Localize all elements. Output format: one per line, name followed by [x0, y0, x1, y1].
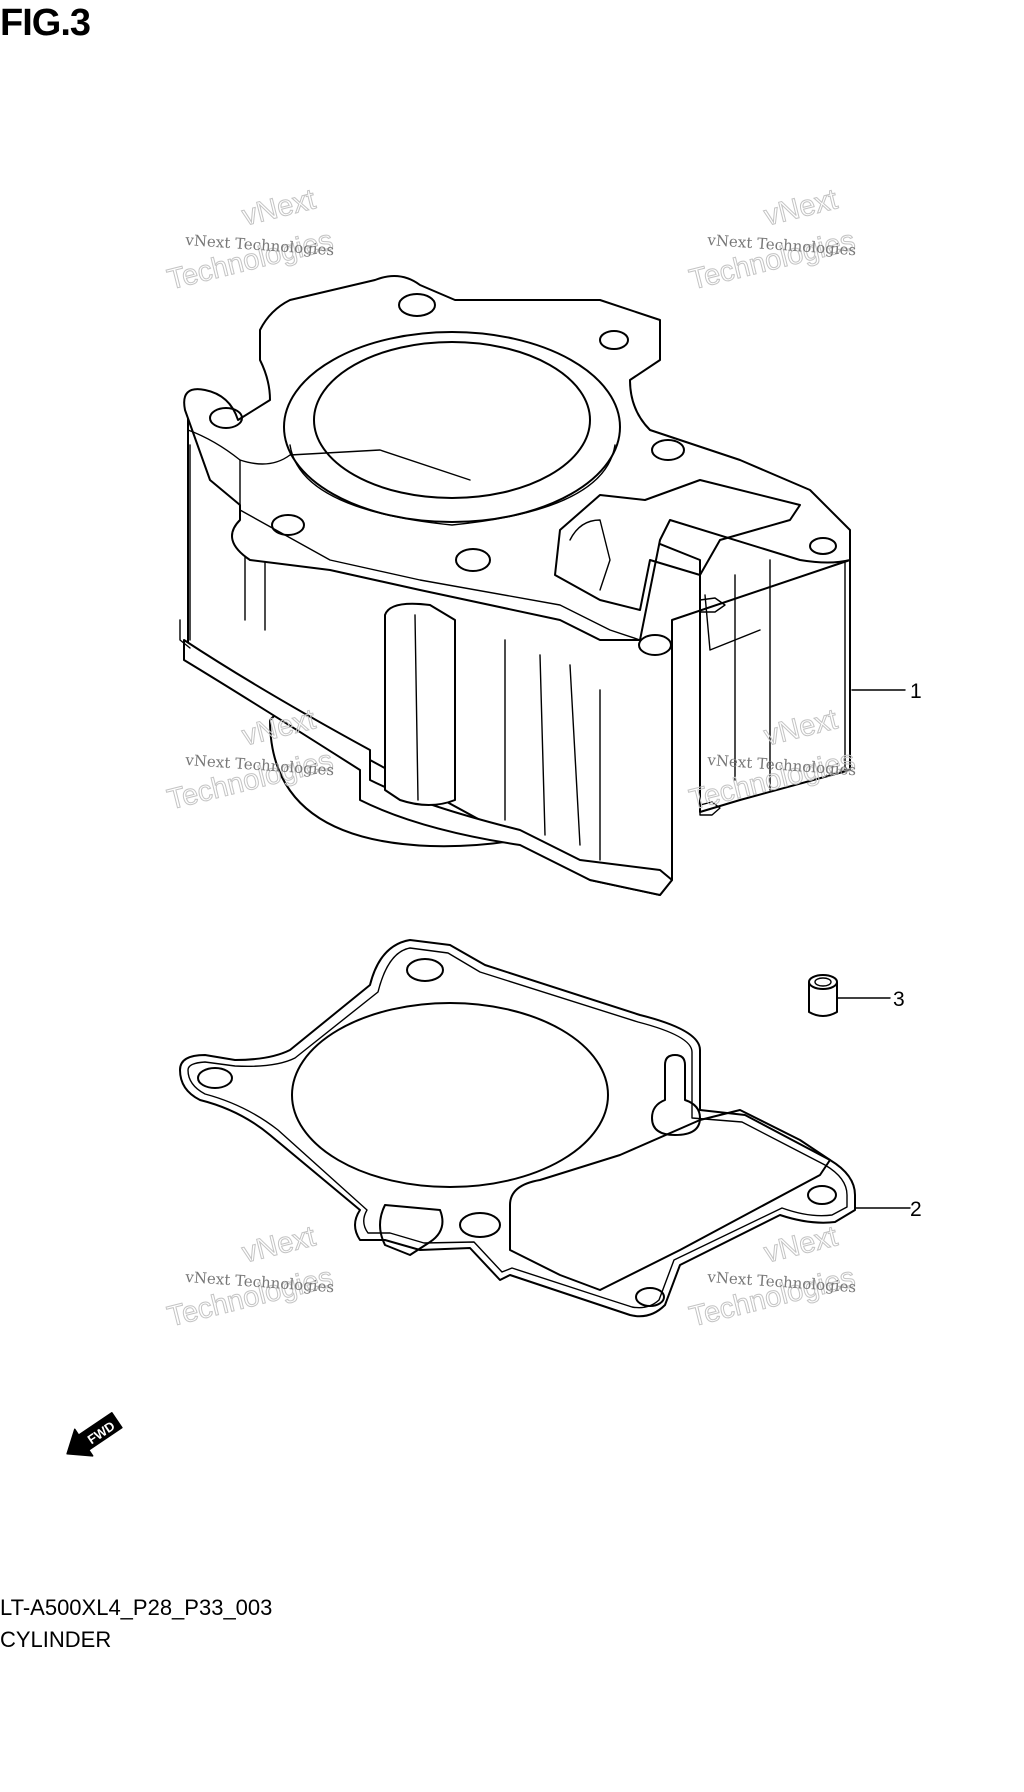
watermark: vNext Technologies vNext Technologies: [164, 183, 337, 297]
svg-text:vNext: vNext: [239, 184, 319, 233]
watermark: vNext Technologies vNext Technologies: [164, 1220, 337, 1334]
figure-title: FIG.3: [0, 2, 91, 44]
dowel-pin-part-3[interactable]: [808, 974, 838, 1017]
callout-1[interactable]: 1: [910, 680, 922, 703]
svg-text:vNext: vNext: [761, 1221, 841, 1270]
gasket-part-2[interactable]: [179, 939, 856, 1318]
callout-2[interactable]: 2: [910, 1198, 922, 1221]
svg-text:vNext: vNext: [761, 184, 841, 233]
fwd-arrow-icon: FWD: [66, 1412, 123, 1457]
diagram-caption: CYLINDER: [0, 1627, 112, 1652]
cylinder-part-1[interactable]: [179, 275, 851, 896]
svg-text:vNext: vNext: [239, 1221, 319, 1270]
watermark: vNext Technologies vNext Technologies: [686, 1220, 859, 1334]
watermark: vNext Technologies vNext Technologies: [686, 183, 859, 297]
diagram-code: LT-A500XL4_P28_P33_003: [0, 1595, 273, 1620]
callout-3[interactable]: 3: [893, 988, 905, 1011]
